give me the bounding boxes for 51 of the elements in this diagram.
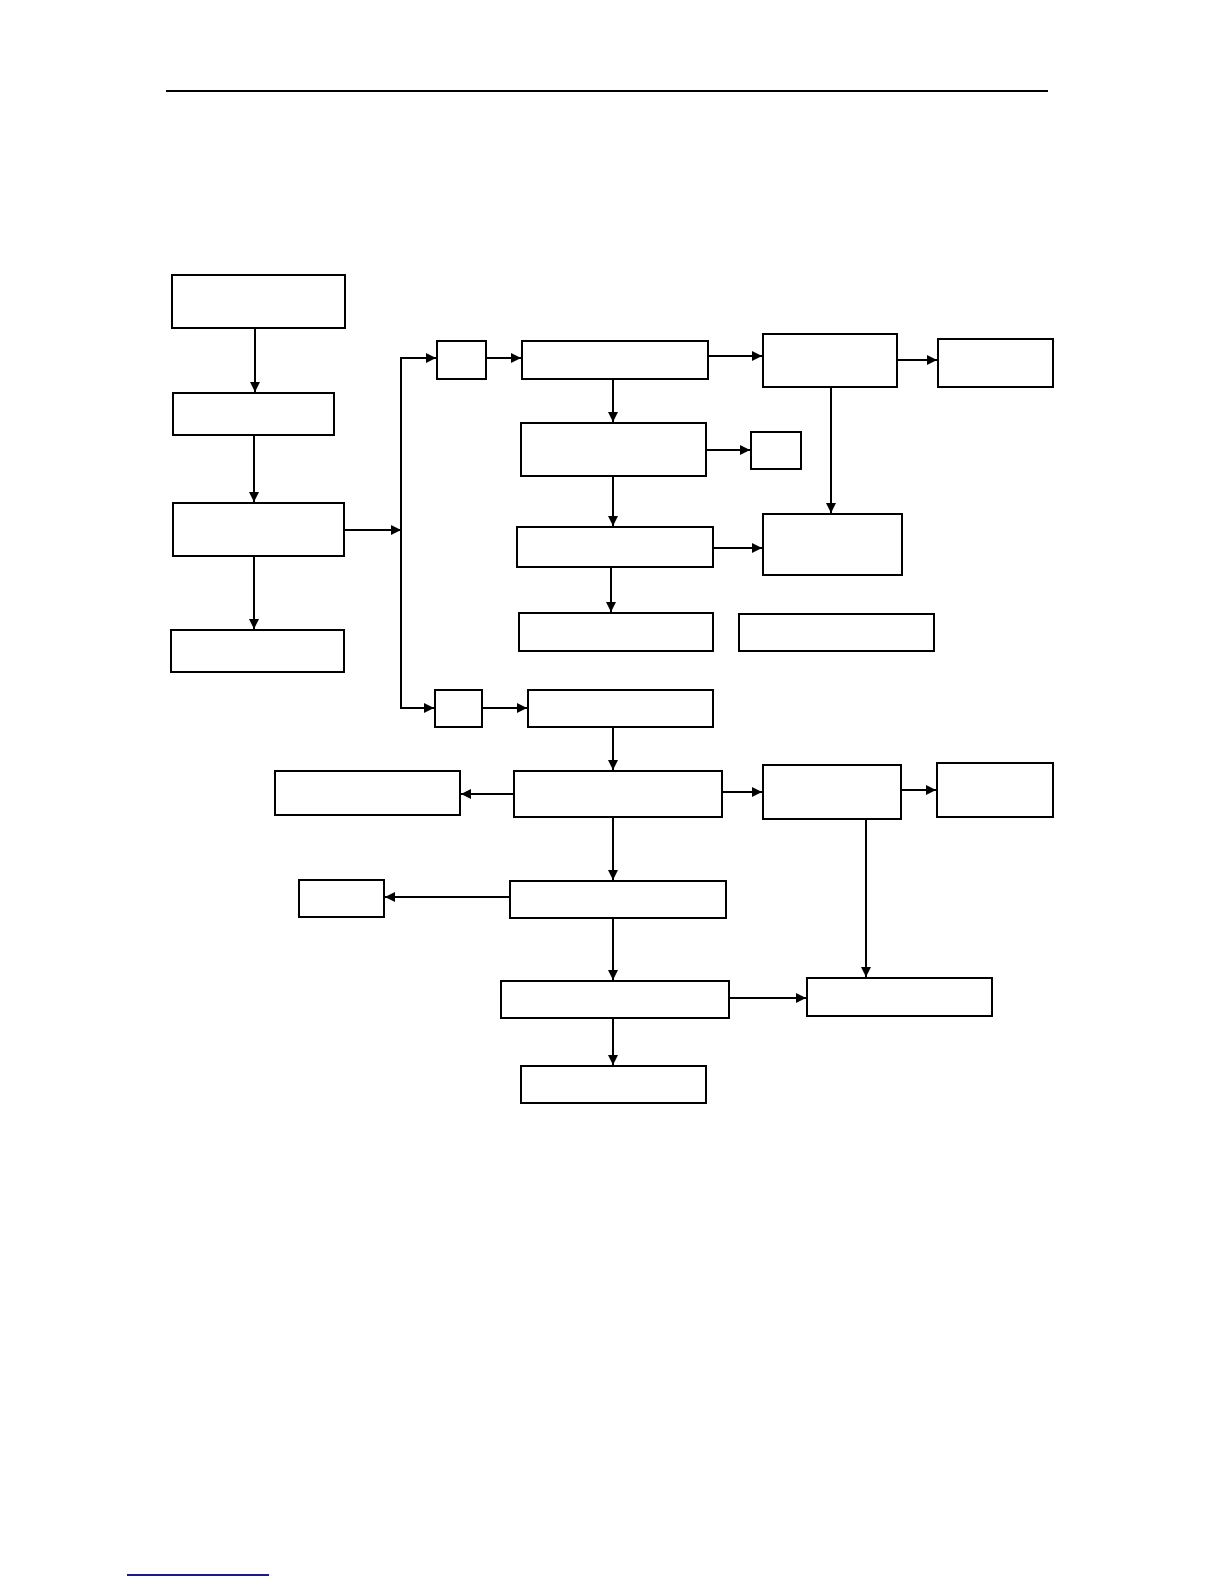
process-box <box>527 689 714 728</box>
process-box <box>171 274 346 329</box>
arrow <box>384 892 510 902</box>
arrow <box>486 353 522 363</box>
arrow <box>897 355 938 365</box>
arrow <box>861 819 871 978</box>
arrow <box>901 785 937 795</box>
process-box <box>274 770 461 816</box>
process-box <box>521 340 709 380</box>
arrow <box>706 445 751 455</box>
arrow <box>608 918 618 981</box>
arrow <box>482 703 528 713</box>
process-box <box>762 513 903 576</box>
arrow <box>344 525 402 535</box>
arrow <box>400 529 435 713</box>
arrow <box>722 787 763 797</box>
arrow <box>249 556 259 630</box>
process-box <box>520 422 707 477</box>
process-box <box>172 502 345 557</box>
process-box <box>806 977 993 1017</box>
process-box <box>434 689 483 728</box>
process-box <box>170 629 345 673</box>
process-box <box>436 340 487 380</box>
process-box <box>172 392 335 436</box>
arrow <box>250 328 260 393</box>
arrow <box>400 353 437 531</box>
process-box <box>518 612 714 652</box>
process-box <box>520 1065 707 1104</box>
arrow <box>708 351 763 361</box>
arrow <box>460 789 514 799</box>
arrow <box>608 476 618 527</box>
arrow <box>608 379 618 423</box>
arrow <box>826 387 836 514</box>
process-box <box>936 762 1054 818</box>
process-box <box>937 338 1054 388</box>
process-box <box>509 880 727 919</box>
arrow <box>608 1018 618 1066</box>
arrow <box>249 435 259 503</box>
arrow <box>729 993 807 1003</box>
arrow <box>608 727 618 771</box>
arrow <box>608 817 618 881</box>
process-box <box>500 980 730 1019</box>
arrow <box>713 543 763 553</box>
process-box <box>762 764 902 820</box>
process-box <box>762 333 898 388</box>
process-box <box>513 770 723 818</box>
arrow <box>606 567 616 613</box>
process-box <box>738 613 935 652</box>
process-box <box>298 879 385 918</box>
process-box <box>516 526 714 568</box>
process-box <box>750 431 802 470</box>
